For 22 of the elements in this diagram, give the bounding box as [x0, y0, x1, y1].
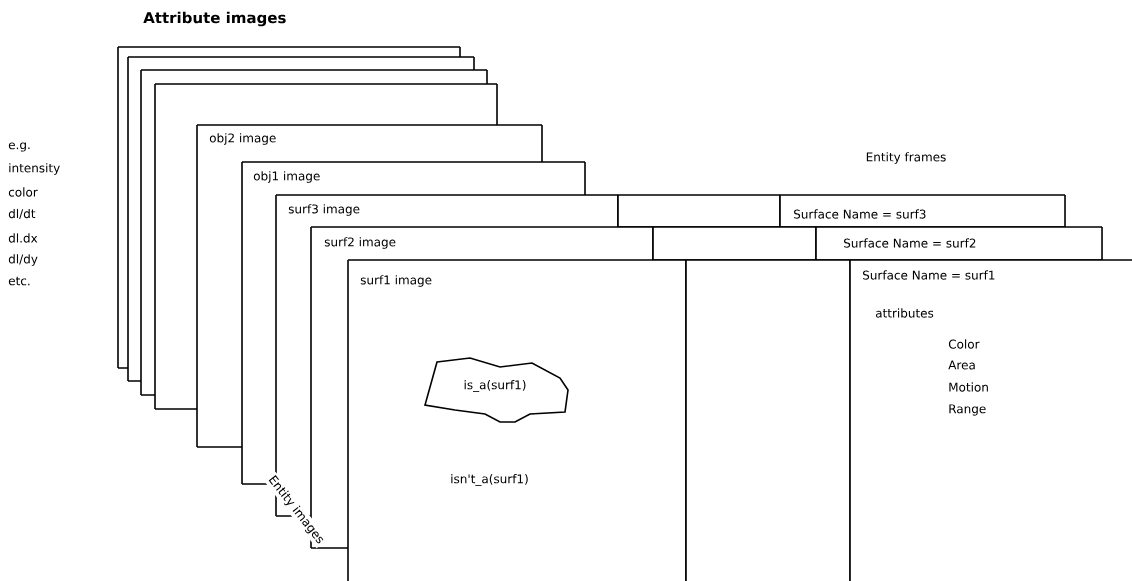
- node-label: Surface Name = surf3: [793, 209, 926, 219]
- list-item: color: [8, 187, 38, 197]
- frame-box: [652, 226, 817, 261]
- list-item: etc.: [8, 276, 30, 286]
- list-item: dl/dt: [8, 208, 36, 220]
- node-label: surf1 image: [360, 275, 432, 287]
- node-label: surf2 image: [324, 237, 396, 249]
- list-item: dl/dy: [8, 254, 38, 266]
- title: Attribute images: [143, 11, 286, 27]
- list-item: intensity: [9, 163, 60, 175]
- region-outline: is_a(surf1): [424, 357, 569, 423]
- node-label: Surface Name = surf2: [844, 238, 976, 248]
- node-label: obj1 image: [253, 171, 320, 183]
- frame-box: [617, 194, 781, 228]
- section-label: Entity frames: [866, 152, 946, 164]
- node-label: surf3 image: [288, 204, 360, 216]
- image-frame: Surface Name = surf2: [815, 226, 1103, 261]
- list-item: e.g.: [8, 142, 30, 152]
- list-item: dl.dx: [8, 233, 38, 243]
- node-label: obj2 image: [209, 133, 276, 145]
- image-frame: Surface Name = surf3: [779, 194, 1066, 228]
- node-label: isn't_a(surf1): [451, 474, 528, 486]
